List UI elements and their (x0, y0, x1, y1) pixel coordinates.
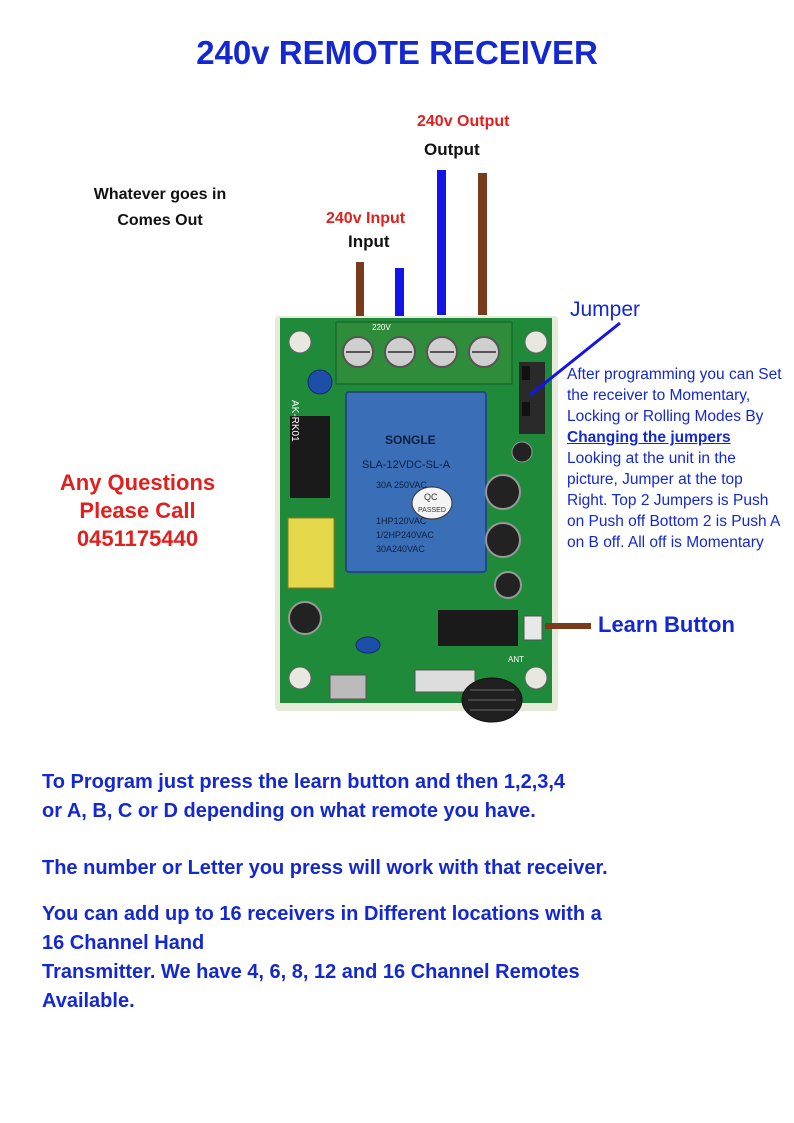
input-wire-blue (395, 268, 404, 324)
number-instruction: The number or Letter you press will work… (42, 857, 608, 879)
terminal-voltage-label: 220V (372, 323, 391, 332)
capacitor (485, 474, 521, 510)
program-line-2: or A, B, C or D depending on what remote… (42, 800, 536, 822)
mount-hole (524, 330, 548, 354)
qc-passed-text: PASSED (418, 507, 446, 514)
dip-switch (414, 669, 476, 693)
blue-capacitor (307, 369, 333, 395)
learn-button-label: Learn Button (598, 612, 735, 637)
whatever-line-1: Whatever goes in (93, 186, 227, 203)
program-instructions: To Program just press the learn button a… (42, 768, 782, 826)
component-block (290, 416, 330, 498)
add-receivers-instructions: You can add up to 16 receivers in Differ… (42, 900, 782, 1016)
relay (345, 391, 487, 573)
page-title: 240v REMOTE RECEIVER (196, 34, 598, 71)
relay-spec-2: 1HP120VAC (376, 516, 427, 526)
add-line-1: You can add up to 16 receivers in Differ… (42, 903, 602, 925)
program-line-1: To Program just press the learn button a… (42, 771, 566, 793)
capacitor (511, 441, 533, 463)
relay-spec-1: 30A 250VAC (376, 480, 427, 490)
jumper-pointer (529, 321, 621, 397)
jumper-notes-link: Changing the jumpers (567, 429, 731, 446)
mount-hole (524, 666, 548, 690)
output-red-label: 240v Output (417, 113, 510, 130)
output-wire-blue (437, 170, 446, 315)
contact-phone: 0451175440 (76, 526, 199, 551)
jumper-label: Jumper (570, 298, 641, 321)
terminal-screws (342, 336, 500, 368)
jumper-cap (522, 402, 530, 416)
jumper-notes-after: Looking at the unit in the picture, Jump… (567, 450, 780, 551)
contact-block: Any Questions Please Call 0451175440 (40, 469, 235, 553)
add-line-3: Transmitter. We have 4, 6, 8, 12 and 16 … (42, 961, 580, 983)
transformer (287, 517, 335, 589)
qc-stamp (411, 486, 453, 520)
contact-line-1: Any Questions (59, 470, 216, 495)
learn-pointer (545, 623, 591, 629)
input-wire-brown (356, 262, 364, 322)
relay-spec-4: 30A240VAC (376, 544, 425, 554)
learn-button (523, 615, 543, 641)
input-red-label: 240v Input (326, 210, 406, 227)
board-side-label: AK-RK01 (289, 400, 300, 442)
jumper-cap (522, 366, 530, 380)
relay-spec-3: 1/2HP240VAC (376, 530, 434, 540)
mount-hole (288, 666, 312, 690)
whatever-line-2: Comes Out (117, 212, 203, 229)
add-line-4: Available. (42, 990, 135, 1012)
whatever-note: Whatever goes in Comes Out (60, 182, 260, 234)
relay-brand: SONGLE (385, 433, 436, 447)
antenna-label: ANT (508, 655, 524, 664)
qc-stamp-text: QC (424, 492, 438, 502)
relay-model: SLA-12VDC-SL-A (362, 459, 451, 471)
mount-hole (288, 330, 312, 354)
output-wire-brown (478, 173, 487, 315)
capacitor (485, 522, 521, 558)
ic-chip (438, 610, 518, 646)
input-label: Input (348, 232, 390, 251)
jumper-notes: After programming you can Set the receiv… (567, 364, 782, 553)
capacitor (288, 601, 322, 635)
connector (329, 674, 367, 700)
contact-line-2: Please Call (79, 498, 196, 523)
blue-capacitor (355, 636, 381, 654)
capacitor (494, 571, 522, 599)
output-label: Output (424, 140, 480, 159)
add-line-2: 16 Channel Hand (42, 932, 205, 954)
jumper-notes-before: After programming you can Set the receiv… (567, 366, 782, 425)
